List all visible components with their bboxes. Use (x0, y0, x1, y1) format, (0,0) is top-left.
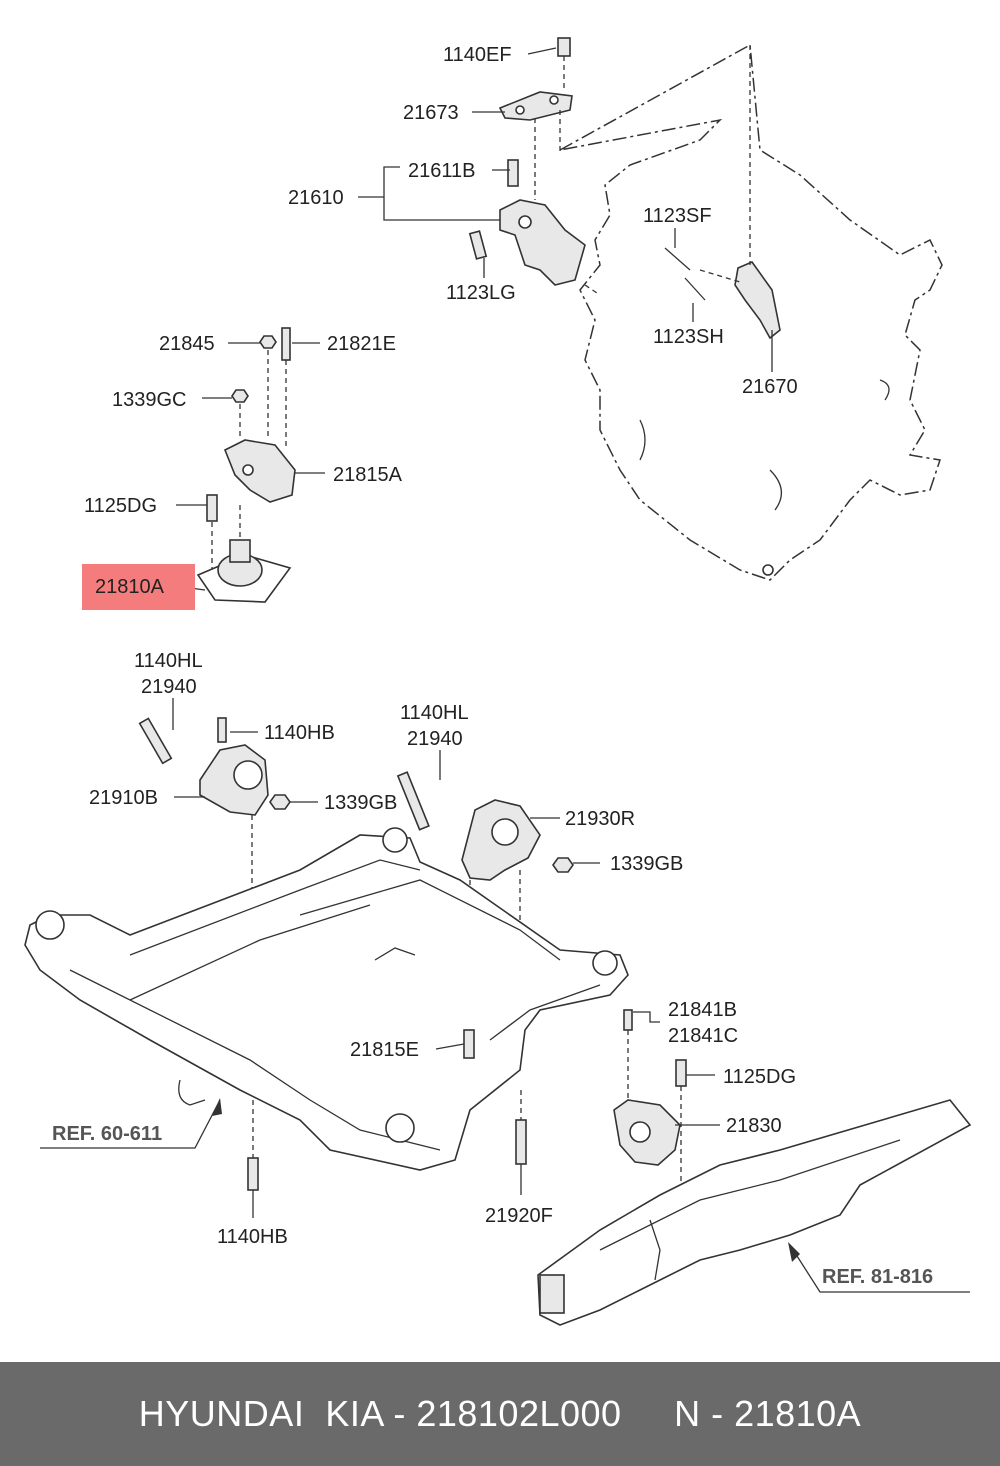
label-21670[interactable]: 21670 (742, 376, 798, 398)
label-ref-81-816[interactable]: REF. 81-816 (822, 1266, 933, 1288)
engine-outline (559, 43, 943, 581)
label-21940-left[interactable]: 21940 (141, 676, 197, 698)
label-21845[interactable]: 21845 (159, 333, 215, 355)
label-1140HL-left[interactable]: 1140HL (134, 650, 203, 672)
engine-mount-21810A (196, 327, 296, 603)
label-1140HL-right[interactable]: 1140HL (400, 702, 469, 724)
label-1125DG-upper[interactable]: 1125DG (84, 495, 157, 517)
label-21611B[interactable]: 21611B (408, 160, 475, 182)
label-1339GB-right[interactable]: 1339GB (610, 853, 683, 875)
label-21930R[interactable]: 21930R (565, 808, 635, 830)
upper-bracket-21610 (468, 37, 601, 296)
label-1140EF[interactable]: 1140EF (443, 44, 512, 66)
label-21841B[interactable]: 21841B (668, 999, 737, 1021)
label-21815A[interactable]: 21815A (333, 464, 403, 486)
footer-part-number-text: HYUNDAI KIA - 218102L000 N - 21810A (138, 1393, 862, 1434)
label-1123SH[interactable]: 1123SH (653, 326, 724, 348)
label-21810A[interactable]: 21810A (95, 576, 165, 598)
callout-labels: 1140EF 21673 21611B 21610 1123LG 1123SF … (52, 44, 933, 1288)
label-1123SF[interactable]: 1123SF (643, 205, 712, 227)
label-21940-right[interactable]: 21940 (407, 728, 463, 750)
parts-diagram: 1140EF 21673 21611B 21610 1123LG 1123SF … (24, 37, 972, 1326)
subframe (24, 827, 629, 1171)
label-21815E[interactable]: 21815E (350, 1039, 419, 1061)
leader-lines (40, 47, 970, 1293)
front-mount-21910B (138, 717, 291, 1060)
highlight-21810A (82, 564, 195, 610)
label-1140HB-upper[interactable]: 1140HB (264, 722, 335, 744)
label-ref-60-611[interactable]: REF. 60-611 (52, 1123, 162, 1145)
label-1339GC[interactable]: 1339GC (112, 389, 187, 411)
label-21920F[interactable]: 21920F (485, 1205, 553, 1227)
label-21821E[interactable]: 21821E (327, 333, 396, 355)
footer-part-number-bar: HYUNDAI KIA - 218102L000 N - 21810A (0, 1362, 1000, 1466)
label-21673[interactable]: 21673 (403, 102, 459, 124)
label-21841C[interactable]: 21841C (668, 1025, 738, 1047)
engine-bracket-21670 (664, 45, 781, 340)
label-1339GB-left[interactable]: 1339GB (324, 792, 397, 814)
label-21610[interactable]: 21610 (288, 187, 344, 209)
mount-21830-and-frame (537, 1009, 972, 1326)
label-1123LG[interactable]: 1123LG (446, 282, 516, 304)
label-1140HB-lower[interactable]: 1140HB (217, 1226, 288, 1248)
label-1125DG-lower[interactable]: 1125DG (723, 1066, 796, 1088)
label-21830[interactable]: 21830 (726, 1115, 782, 1137)
label-21910B[interactable]: 21910B (89, 787, 158, 809)
rear-mount-21930R (396, 771, 574, 1030)
